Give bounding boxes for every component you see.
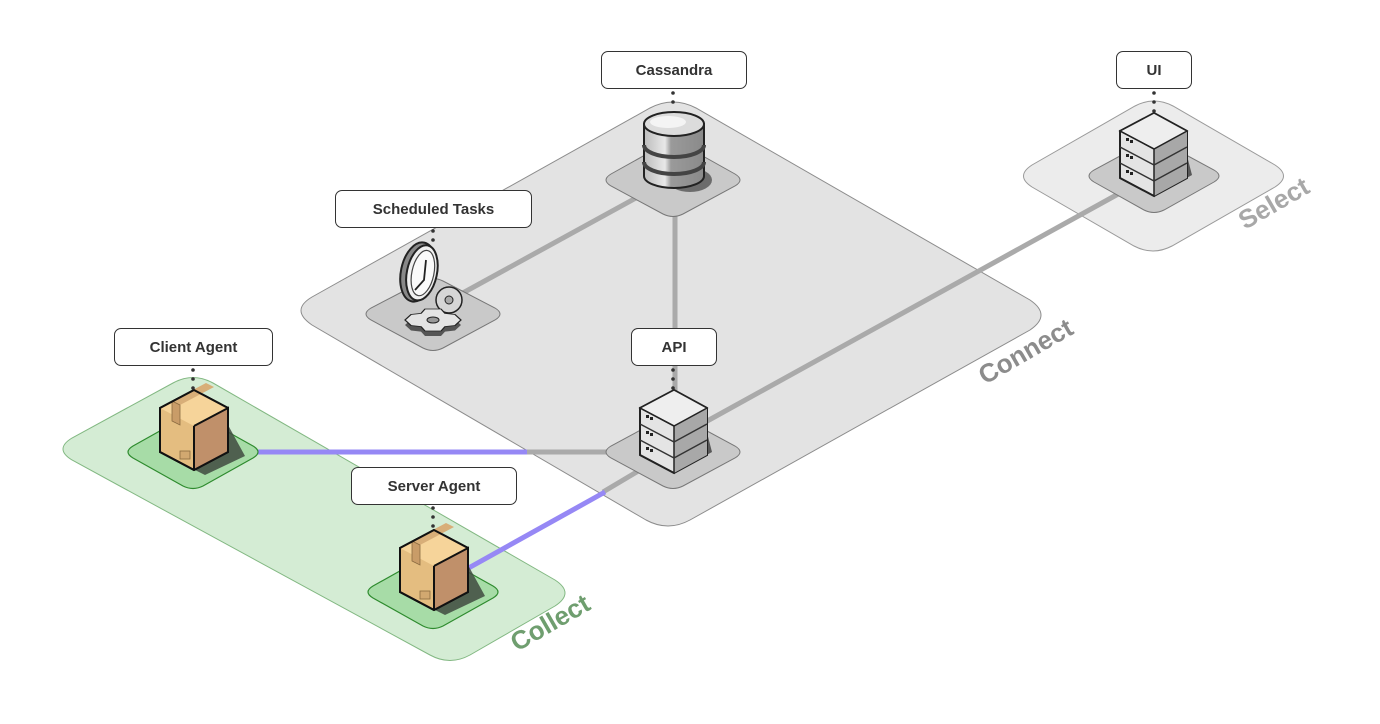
edge-server-api — [463, 489, 607, 573]
node-label-api[interactable]: API — [631, 328, 717, 366]
database-icon — [642, 111, 712, 192]
edge-scheduled-cassandra — [448, 190, 647, 303]
node-label-cassandra[interactable]: Cassandra — [601, 51, 747, 89]
node-label-server-agent[interactable]: Server Agent — [351, 467, 517, 505]
node-label-text: Server Agent — [387, 477, 481, 495]
node-label-text: API — [661, 338, 687, 356]
server-stack-icon — [638, 388, 712, 475]
edges — [255, 190, 1122, 573]
package-box-icon — [159, 383, 245, 475]
node-label-ui[interactable]: UI — [1116, 51, 1192, 89]
node-label-text: Client Agent — [149, 338, 238, 356]
node-label-scheduled-tasks[interactable]: Scheduled Tasks — [335, 190, 532, 228]
node-label-text: Scheduled Tasks — [372, 200, 495, 218]
node-label-text: Cassandra — [635, 61, 713, 79]
node-label-text: UI — [1146, 61, 1162, 79]
edge-api-ui — [698, 190, 1122, 428]
edge-server-api-gray — [601, 467, 642, 495]
node-label-client-agent[interactable]: Client Agent — [114, 328, 273, 366]
clock-gears-icon — [399, 241, 463, 336]
label-connectors — [191, 91, 1156, 528]
package-box-icon — [399, 523, 485, 615]
server-stack-icon — [1118, 111, 1192, 198]
